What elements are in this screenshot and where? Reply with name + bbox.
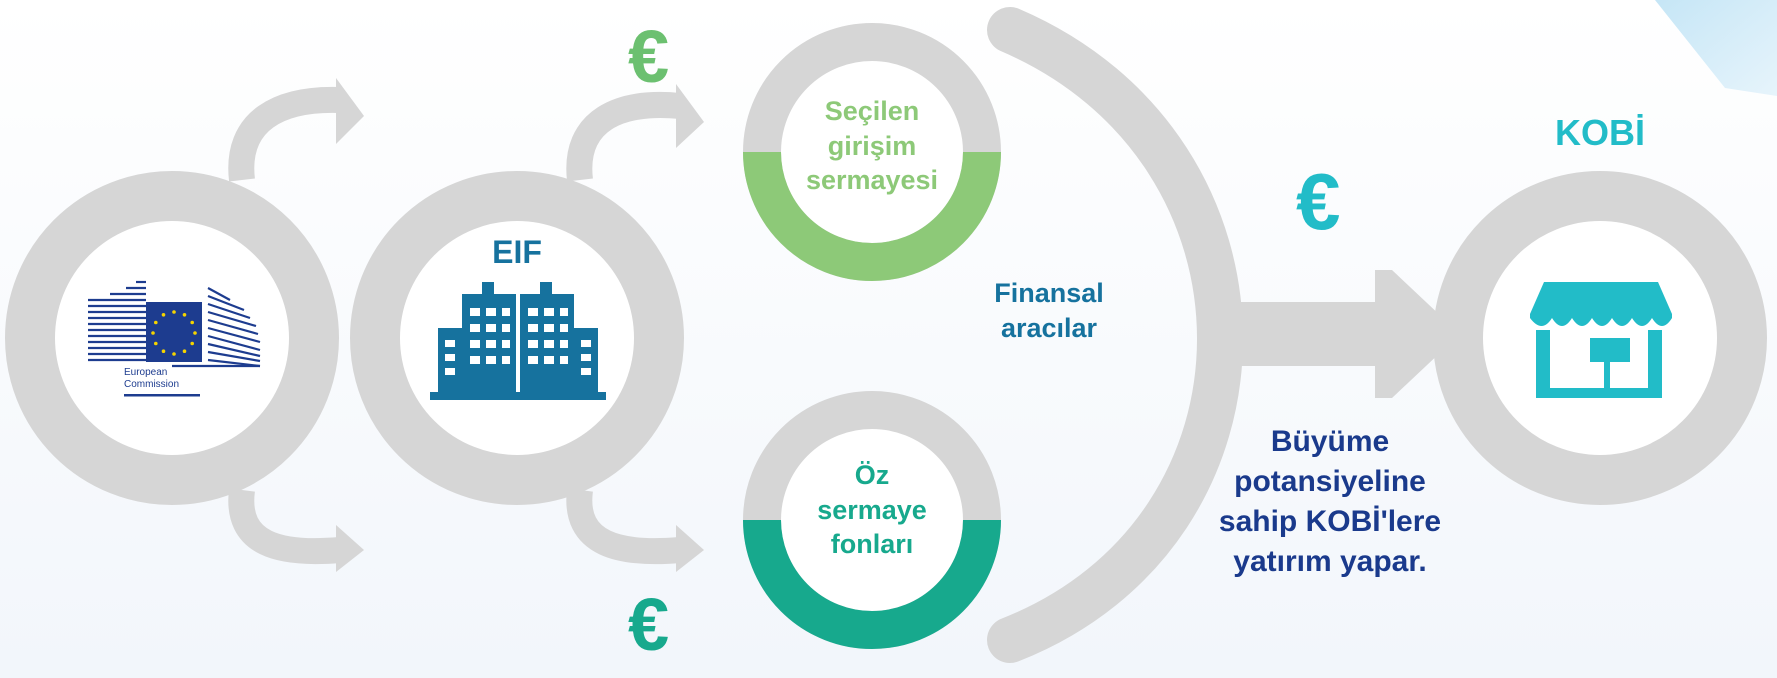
- ec-logo-text: European Commission: [124, 367, 179, 391]
- venture-capital-line1: Seçilen: [824, 96, 920, 126]
- main-arrow-shaft: [1220, 302, 1380, 366]
- sme-description-line4: yatırım yapar.: [1233, 544, 1427, 578]
- arrow-eif-top-head: [676, 84, 704, 148]
- sme-description-line3: sahip KOBİ'lere: [1218, 504, 1442, 538]
- venture-capital-label: Seçilen girişim sermayesi: [792, 94, 952, 198]
- equity-funds-line2: sermaye: [817, 494, 927, 525]
- arrow-eif-bottom-head: [676, 525, 704, 572]
- sme-description-line1: Büyüme: [1270, 425, 1390, 458]
- sme-label: KOBİ: [1555, 112, 1645, 153]
- equity-funds-line1: Öz: [854, 460, 890, 490]
- intermediaries-line2: aracılar: [1000, 312, 1098, 343]
- ec-logo-line1: European: [124, 367, 168, 378]
- venture-capital-ring-fill: [743, 151, 1001, 281]
- venture-capital-line2: girişim: [827, 130, 917, 161]
- corner-decoration: [1655, 0, 1777, 96]
- equity-funds-line3: fonları: [830, 529, 914, 560]
- intermediaries-label: Finansal aracılar: [974, 276, 1124, 345]
- ec-logo-line2: Commission: [124, 379, 180, 390]
- arrow-ec-top: [228, 86, 341, 182]
- equity-funds-label: Öz sermaye fonları: [792, 458, 952, 562]
- euro-symbol-top: €: [628, 15, 670, 98]
- equity-funds-ring-fill: [743, 519, 1001, 649]
- eif-label: EIF: [492, 234, 542, 270]
- office-buildings-icon: [430, 282, 606, 400]
- sme-description-line2: potansiyeline: [1234, 464, 1426, 498]
- euro-symbol-right: €: [1296, 157, 1341, 246]
- arrow-ec-top-head: [336, 78, 364, 144]
- main-arrow-head: [1375, 270, 1460, 398]
- arrow-eif-bottom: [566, 488, 682, 565]
- shop-icon: [1530, 282, 1672, 398]
- european-commission-logo: [88, 280, 261, 397]
- euro-symbol-bottom: €: [628, 583, 670, 666]
- sme-description: Büyüme potansiyeline sahip KOBİ'lere yat…: [1180, 422, 1480, 582]
- venture-capital-line3: sermayesi: [805, 165, 939, 196]
- intermediaries-line1: Finansal: [994, 278, 1104, 308]
- arrow-ec-bottom: [228, 488, 342, 565]
- arrow-eif-top: [566, 92, 682, 182]
- arrow-ec-bottom-head: [336, 525, 364, 572]
- eif-ring: [350, 171, 684, 505]
